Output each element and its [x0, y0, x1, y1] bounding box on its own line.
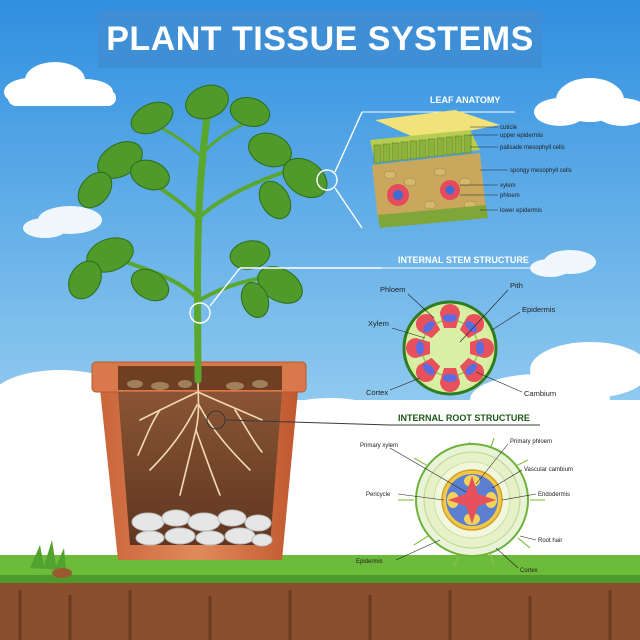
stem-label-pith: Pith	[510, 281, 523, 290]
stem-label-lines	[389, 289, 523, 393]
root-label-cortex: Cortex	[520, 568, 538, 574]
leaf-label-xylem: xylem	[500, 183, 516, 189]
leaf-label-upper-epidermis: upper epidermis	[500, 133, 543, 139]
callout-stem	[189, 267, 382, 324]
leaf-anatomy-illustration	[370, 110, 500, 228]
root-label-vascular-cambium: Vascular cambium	[524, 467, 573, 473]
leaf-label-lines	[460, 126, 508, 211]
gravel-layer	[131, 509, 273, 547]
cloud-left	[4, 62, 116, 106]
grass-edge	[0, 575, 640, 583]
title-banner: PLANT TISSUE SYSTEMS	[98, 10, 542, 68]
plant-roots	[137, 379, 263, 496]
leaf-label-phloem: phloem	[500, 193, 520, 199]
stem-label-cambium: Cambium	[524, 389, 556, 398]
root-label-endodermis: Endodermis	[538, 492, 570, 498]
stem-label-phloem: Phloem	[380, 285, 405, 294]
root-heading: INTERNAL ROOT STRUCTURE	[398, 413, 530, 423]
stem-label-epidermis: Epidermis	[522, 305, 556, 314]
grass-tuft	[30, 540, 72, 578]
cloud-horizon	[0, 342, 640, 570]
soil-texture	[18, 590, 612, 640]
callout-root	[206, 410, 391, 430]
leaf-label-palisade: palisade mesophyll cells	[500, 145, 565, 151]
leaf-label-cuticle: cuticle	[500, 125, 518, 131]
root-label-primary-phloem: Primary phloem	[510, 439, 552, 445]
stem-label-cortex: Cortex	[366, 388, 388, 397]
soil-pebbles	[127, 380, 268, 390]
plant-leaves	[68, 84, 328, 318]
cloud-right	[534, 78, 640, 126]
soil-strip	[0, 583, 640, 640]
stem-cross-section	[402, 300, 498, 396]
leaf-heading: LEAF ANATOMY	[430, 95, 500, 105]
cloud-middle-right	[530, 250, 596, 277]
leaf-label-spongy: spongy mesophyll cells	[510, 168, 572, 174]
root-label-pericycle: Pericycle	[366, 492, 391, 498]
root-label-root-hair: Root hair	[538, 538, 562, 544]
stem-heading: INTERNAL STEM STRUCTURE	[398, 255, 529, 265]
root-cross-section	[398, 437, 545, 567]
stem-label-xylem: Xylem	[368, 319, 389, 328]
root-label-primary-xylem: Primary xylem	[360, 443, 398, 449]
page-title: PLANT TISSUE SYSTEMS	[106, 19, 534, 58]
cloud-middle-left	[23, 206, 102, 238]
leaf-label-lower-epidermis: lower epidermis	[500, 208, 542, 214]
root-label-epidermis: Epidermis	[356, 559, 383, 565]
callout-leaf	[316, 111, 363, 229]
root-label-lines	[389, 443, 537, 569]
